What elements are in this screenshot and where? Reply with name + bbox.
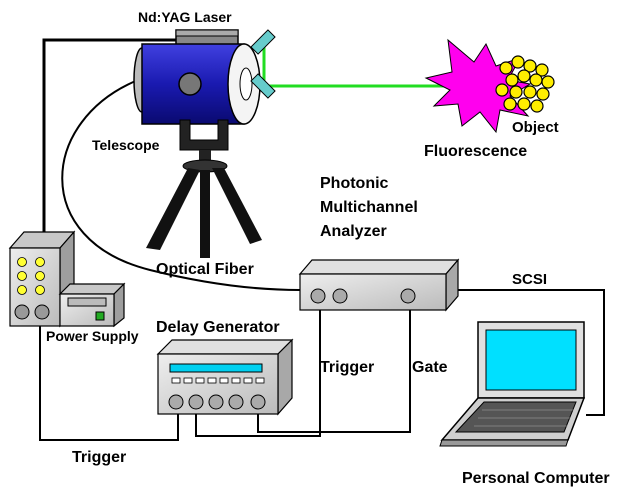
power-knob-left — [14, 304, 30, 320]
fluorescence-burst — [424, 38, 532, 134]
delay-display — [169, 363, 263, 373]
trigger-bottom-label: Trigger — [72, 449, 126, 466]
gate-cable — [257, 296, 411, 433]
scsi-cable — [455, 289, 605, 416]
pma-gate-input — [400, 288, 416, 304]
fork-mount — [179, 119, 229, 151]
pma-input-2 — [332, 288, 348, 304]
delay-buttons — [171, 377, 265, 384]
mirror-lower — [250, 73, 276, 99]
object-label: Object — [512, 119, 559, 136]
delay-generator — [156, 338, 294, 416]
laser-power-cable — [42, 38, 178, 232]
fluorescence-label: Fluorescence — [424, 143, 527, 160]
laptop-keyboard — [454, 401, 577, 433]
telescope — [133, 29, 276, 258]
delay-generator-label: Delay Generator — [156, 319, 280, 336]
personal-computer — [439, 321, 586, 447]
optical-fiber-label: Optical Fiber — [156, 261, 254, 278]
telescope-label: Telescope — [92, 137, 160, 153]
power-knob-right — [34, 304, 50, 320]
object-spheres — [495, 55, 555, 113]
tripod — [146, 168, 262, 258]
cables — [39, 38, 605, 441]
scsi-label: SCSI — [512, 271, 547, 288]
laptop-screen — [485, 329, 577, 391]
power-switch — [95, 311, 105, 321]
mirror-upper — [250, 29, 276, 55]
pma-label-line3: Analyzer — [320, 223, 387, 240]
gate-label: Gate — [412, 359, 448, 376]
power-supply — [8, 230, 126, 328]
power-meter-display — [67, 297, 107, 307]
trigger-pma-label: Trigger — [320, 359, 374, 376]
photonic-multichannel-analyzer — [298, 258, 460, 312]
personal-computer-label: Personal Computer — [462, 470, 610, 487]
pma-label-line2: Multichannel — [320, 199, 418, 216]
pma-label-line1: Photonic — [320, 175, 389, 192]
power-indicator-lights — [17, 257, 45, 295]
pma-input-1 — [310, 288, 326, 304]
telescope-mount-hub — [178, 72, 202, 96]
power-supply-label: Power Supply — [46, 328, 139, 344]
laser-label: Nd:YAG Laser — [138, 9, 232, 25]
optical-fiber-cable — [61, 79, 301, 291]
delay-output-knobs — [168, 394, 266, 410]
trigger-cable-pma — [195, 296, 321, 437]
trigger-cable-bottom — [39, 322, 179, 441]
